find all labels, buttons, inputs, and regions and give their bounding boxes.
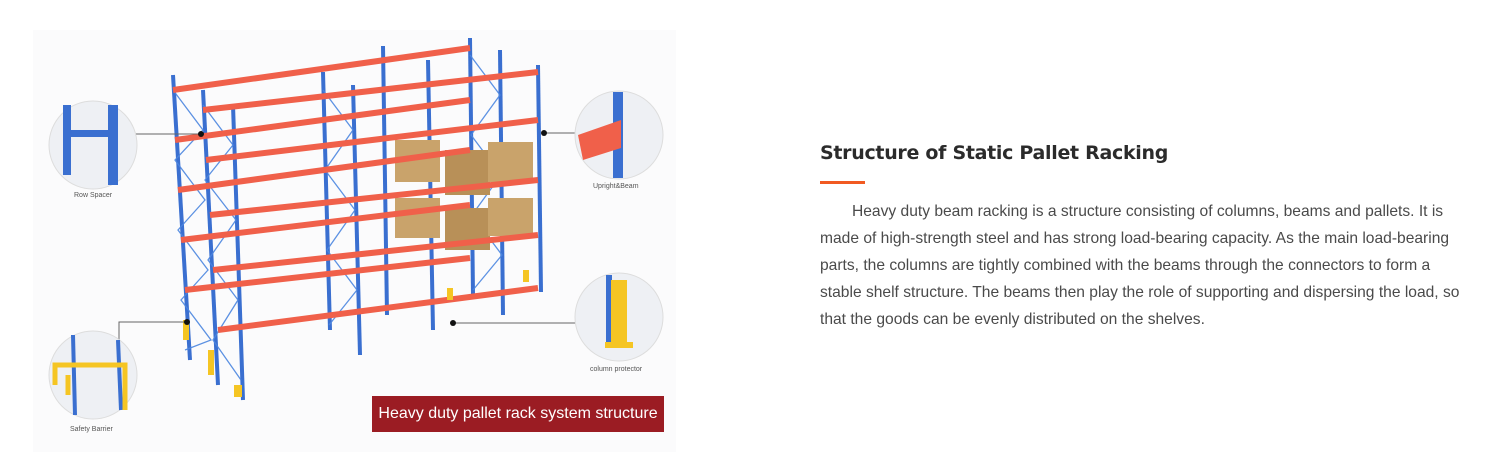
title-underline — [820, 181, 865, 184]
callout-dots — [184, 130, 547, 326]
description-paragraph: Heavy duty beam racking is a structure c… — [820, 203, 1460, 328]
beams — [172, 45, 539, 333]
detail-circle-column-protector — [574, 272, 664, 362]
callout-column-protector: column protector — [590, 366, 643, 373]
callout-upright-beam: Upright&Beam — [593, 183, 639, 190]
rack-illustration — [48, 37, 664, 420]
callout-safety-barrier: Safety Barrier — [70, 426, 113, 433]
detail-circle-row-spacer — [48, 100, 138, 190]
safety-barrier-posts — [183, 270, 529, 397]
pallet-rack-diagram: Row Spacer Upright&Beam column protector… — [33, 30, 676, 452]
callout-row-spacer: Row Spacer — [74, 192, 113, 199]
detail-circle-upright-beam — [574, 90, 664, 180]
figure-caption: Heavy duty pallet rack system structure — [372, 396, 664, 432]
detail-circle-safety-barrier — [48, 330, 138, 420]
section-title: Structure of Static Pallet Racking — [820, 142, 1169, 164]
